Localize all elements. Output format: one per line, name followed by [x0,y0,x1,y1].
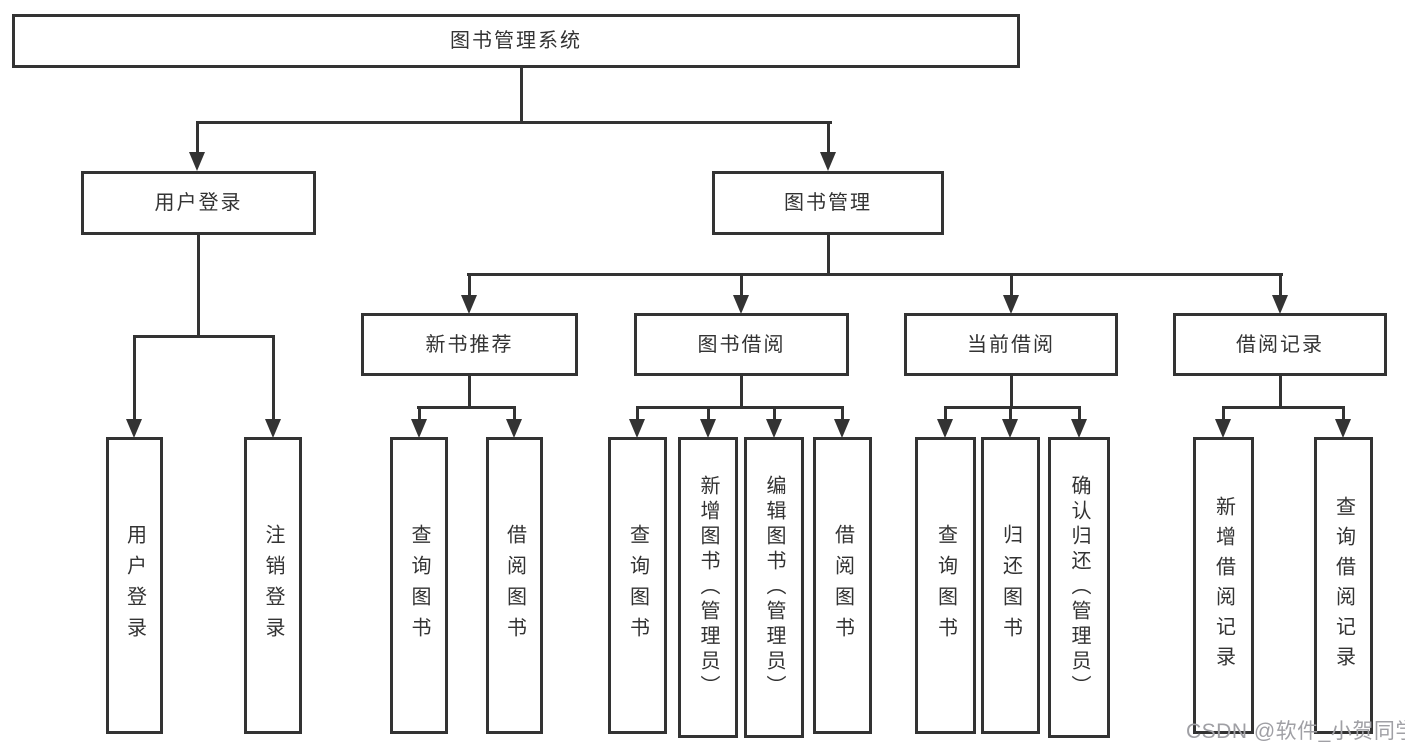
connector-line [1342,406,1345,420]
node-book-management: 图书管理 [712,171,944,235]
leaf-query-books-3: 查询图书 [915,437,976,734]
leaf-add-borrow-record: 新增借阅记录 [1193,437,1254,734]
arrow-down-icon [820,152,836,171]
node-label: 当前借阅 [967,333,1055,356]
leaf-borrow-books-2: 借阅图书 [813,437,872,734]
connector-line [468,376,471,409]
connector-line [272,335,275,419]
arrow-down-icon [1272,295,1288,314]
arrow-down-icon [1335,419,1351,438]
connector-line [740,376,743,409]
connector-line [1222,406,1345,409]
arrow-down-icon [1071,419,1087,438]
leaf-confirm-return-admin: 确认归还（管理员） [1048,437,1110,738]
leaf-user-login: 用户登录 [106,437,163,734]
watermark: CSDN @软件_小贺同学 [1186,720,1405,743]
leaf-add-books-admin: 新增图书（管理员） [678,437,738,738]
connector-line [944,406,947,420]
arrow-down-icon [834,419,850,438]
leaf-edit-books-admin: 编辑图书（管理员） [744,437,804,738]
connector-line [520,66,523,121]
leaf-query-books: 查询图书 [390,437,448,734]
node-new-book-recommend: 新书推荐 [361,313,578,376]
arrow-down-icon [189,152,205,171]
connector-line [1010,376,1013,409]
connector-line [196,121,832,124]
connector-line [1222,406,1225,420]
connector-line [133,335,275,338]
arrow-down-icon [1215,419,1231,438]
node-current-borrowing: 当前借阅 [904,313,1118,376]
connector-line [513,406,516,420]
connector-line [707,406,710,420]
leaf-query-books-2: 查询图书 [608,437,667,734]
arrow-down-icon [506,419,522,438]
connector-line [417,406,516,409]
arrow-down-icon [937,419,953,438]
arrow-down-icon [461,295,477,314]
node-label: 借阅记录 [1236,333,1324,356]
arrow-down-icon [733,295,749,314]
node-label: 图书管理 [784,192,872,214]
connector-line [636,406,844,409]
node-label: 用户登录 [154,192,243,214]
arrow-down-icon [700,419,716,438]
connector-line [197,235,200,335]
connector-line [773,406,776,420]
leaf-return-books: 归还图书 [981,437,1040,734]
arrow-down-icon [766,419,782,438]
connector-line [1009,406,1012,420]
node-user-login: 用户登录 [81,171,316,235]
arrow-down-icon [411,419,427,438]
connector-line [1279,273,1282,295]
connector-line [827,121,830,154]
connector-line [944,406,1081,409]
connector-line [196,121,199,154]
arrow-down-icon [265,419,281,438]
connector-line [636,406,639,420]
connector-line [1078,406,1081,420]
node-book-borrowing: 图书借阅 [634,313,849,376]
connector-line [1010,273,1013,295]
node-borrowing-records: 借阅记录 [1173,313,1387,376]
arrow-down-icon [1003,295,1019,314]
leaf-logout: 注销登录 [244,437,302,734]
leaf-query-borrow-record: 查询借阅记录 [1314,437,1373,734]
connector-line [133,335,136,419]
arrow-down-icon [629,419,645,438]
connector-line [467,273,1283,276]
connector-line [418,406,421,420]
connector-line [1279,376,1282,409]
node-library-management-system: 图书管理系统 [12,14,1020,68]
node-label: 图书管理系统 [450,30,582,52]
leaf-borrow-books: 借阅图书 [486,437,543,734]
node-label: 图书借阅 [697,333,786,356]
node-label: 新书推荐 [425,333,514,356]
arrow-down-icon [126,419,142,438]
connector-line [841,406,844,420]
connector-line [468,273,471,295]
arrow-down-icon [1002,419,1018,438]
connector-line [740,273,743,295]
connector-line [827,235,830,273]
